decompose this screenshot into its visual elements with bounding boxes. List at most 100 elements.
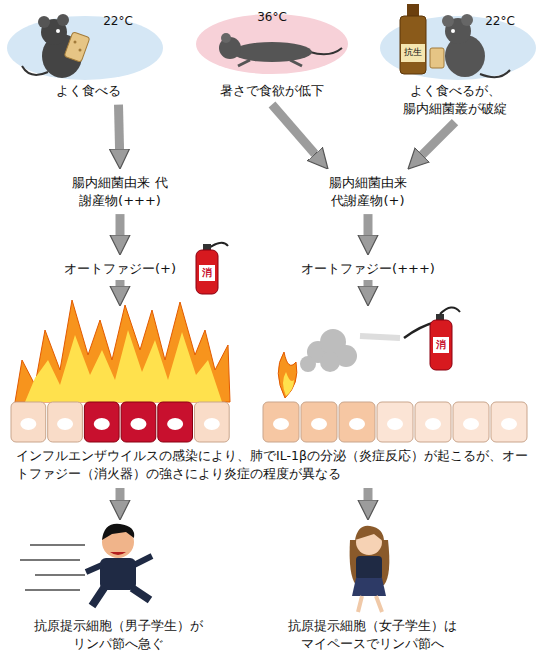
bottle-part xyxy=(400,16,426,74)
fire-part xyxy=(278,352,297,398)
boy-running-part xyxy=(20,545,85,590)
extinguisher-part xyxy=(196,250,218,294)
mouse-drinking-part xyxy=(430,48,444,68)
extinguisher-part xyxy=(203,244,211,250)
temperature: 36°C xyxy=(257,9,287,26)
extinguisher-part xyxy=(430,320,452,370)
cell-nucleus xyxy=(167,418,183,430)
cell-nucleus xyxy=(501,418,517,430)
temperature: 22°C xyxy=(103,13,133,30)
outcome-caption: 抗原提示細胞（女子学生）は マイペースでリンパ節へ xyxy=(283,615,461,654)
smoke xyxy=(300,329,357,372)
girl-walking-part xyxy=(356,556,382,580)
cell xyxy=(377,402,413,442)
metabolite-box: 腸内細菌由来 代謝産物(+) xyxy=(325,172,412,211)
fire xyxy=(15,300,297,402)
mouse-eating xyxy=(22,14,90,78)
cell-nucleus xyxy=(463,418,479,430)
condition-caption: よく食べるが、 腸内細菌叢が破綻 xyxy=(398,80,512,119)
mouse-lying-part xyxy=(238,60,302,66)
mouse-lying-part xyxy=(310,48,342,54)
mouse-drinking-part xyxy=(480,70,510,77)
girl-walking-part xyxy=(358,596,382,612)
boy-running-part xyxy=(102,524,134,540)
boy-running-part xyxy=(86,556,152,572)
extinguisher xyxy=(360,307,460,370)
flow-arrow xyxy=(119,105,120,149)
cell-nucleus xyxy=(311,418,327,430)
flow-arrow-part xyxy=(116,488,125,500)
mouse-drinking-part xyxy=(461,14,473,26)
cool-ground-part xyxy=(7,16,163,80)
boy-running-part xyxy=(92,588,150,606)
boy-running-part xyxy=(110,552,126,555)
cell-nucleus xyxy=(387,418,403,430)
cell xyxy=(195,402,230,442)
flow-arrow-part xyxy=(364,280,373,286)
cell-nucleus xyxy=(204,418,220,430)
cell xyxy=(491,402,527,442)
mouse-eating-part xyxy=(57,14,69,26)
node-text: 腸内細菌由来 代謝産物(+) xyxy=(328,174,409,209)
condition-caption: 暑さで食欲が低下 xyxy=(217,80,327,102)
fire-part xyxy=(15,300,230,402)
extinguisher-part xyxy=(433,337,449,353)
cell-nucleus xyxy=(130,418,146,430)
mouse-eating-part xyxy=(64,32,90,63)
extinguisher-mark: 消 xyxy=(202,266,212,281)
node-text: オートファジー(+) xyxy=(64,260,176,278)
autophagy-box: オートファジー(+) xyxy=(61,258,179,280)
extinguisher-part xyxy=(436,314,444,320)
flow-arrow-part xyxy=(364,488,373,500)
node-text: オートファジー(+++) xyxy=(301,260,435,278)
node-text: 抗原提示細胞（女子学生）は マイペースでリンパ節へ xyxy=(286,617,458,652)
node-text: よく食べる xyxy=(56,82,121,100)
flow-arrow-part xyxy=(116,280,125,286)
cell xyxy=(158,402,193,442)
mouse-eating-part xyxy=(79,49,82,52)
description-text: インフルエンザウイルスの感染により、肺でIL-1βの分泌（炎症反応）が起こるが、… xyxy=(16,447,528,483)
bottle-label: 抗生 xyxy=(404,46,422,59)
cell-row xyxy=(11,402,527,442)
fire-part xyxy=(25,330,222,402)
autophagy-box: オートファジー(+++) xyxy=(298,258,438,280)
mouse-drinking-part xyxy=(451,29,455,33)
girl-walking-part xyxy=(355,526,384,542)
metabolite-box: 腸内細菌由来 代謝産物(+++) xyxy=(68,172,172,211)
boy-running xyxy=(20,524,152,606)
boy-running-part xyxy=(100,558,136,590)
mouse-eating-part xyxy=(22,66,48,75)
mouse-lying xyxy=(219,33,342,66)
fire-part xyxy=(283,372,294,396)
cell xyxy=(263,402,299,442)
cell-nucleus xyxy=(425,418,441,430)
mouse-eating-part xyxy=(38,16,50,28)
extinguisher-part xyxy=(199,265,215,281)
extinguisher-part xyxy=(360,336,400,338)
cell xyxy=(48,402,83,442)
cell-nucleus xyxy=(20,418,36,430)
smoke-part xyxy=(300,356,316,372)
cell xyxy=(339,402,375,442)
node-text: 抗原提示細胞（男子学生）が リンパ節へ急ぐ xyxy=(32,617,204,652)
girl-walking xyxy=(350,526,390,612)
temperature: 22°C xyxy=(485,13,515,30)
mouse-lying-part xyxy=(232,42,312,62)
mouse-drinking-part xyxy=(442,15,454,27)
flow-arrow xyxy=(422,122,455,155)
outcome-caption: 抗原提示細胞（男子学生）が リンパ節へ急ぐ xyxy=(29,615,207,654)
flow-arrow xyxy=(116,214,125,235)
cell xyxy=(121,402,156,442)
cell xyxy=(415,402,451,442)
cell-nucleus xyxy=(273,418,289,430)
condition-caption: よく食べる xyxy=(53,80,124,102)
flow-arrow xyxy=(364,214,373,235)
cell xyxy=(11,402,46,442)
mouse-eating-part xyxy=(56,29,60,33)
cell xyxy=(84,402,119,442)
mouse-lying-part xyxy=(221,33,231,43)
cell-nucleus xyxy=(94,418,110,430)
bottle-part xyxy=(401,44,425,62)
